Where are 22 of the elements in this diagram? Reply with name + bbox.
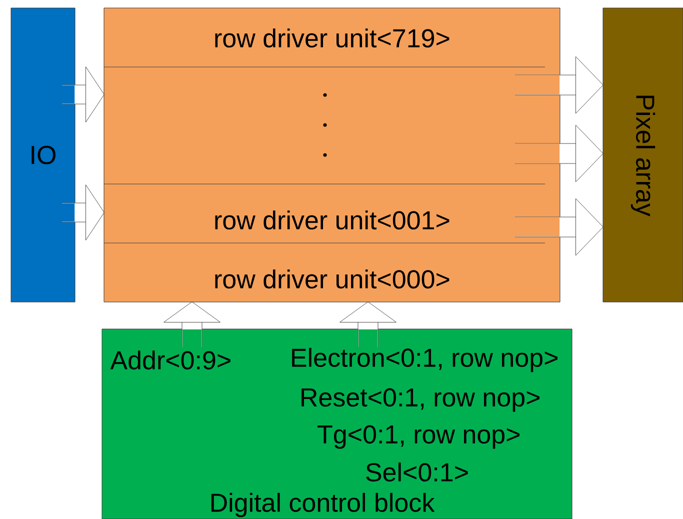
io-block [10, 8, 76, 302]
signal-label: Tg<0:1, row nop> [318, 425, 520, 449]
signal-label: Reset<0:1, row nop> [302, 388, 540, 412]
block-arrow [339, 302, 397, 347]
unit-label: row driver unit<719> [215, 28, 450, 48]
block-arrow [515, 56, 604, 114]
signal-label: Addr<0:9> [110, 350, 230, 370]
block-label: Pixel array [630, 96, 656, 216]
block-arrow [515, 124, 604, 182]
signal-label: Sel<0:1> [366, 462, 468, 482]
block-arrow [62, 184, 104, 240]
signal-label: Electron<0:1, row nop> [292, 348, 558, 372]
row-driver-block [104, 8, 560, 302]
control-block [102, 328, 572, 519]
block-arrow [62, 66, 104, 122]
unit-label: row driver unit<001> [215, 210, 450, 230]
unit-label: row driver unit<000> [215, 269, 450, 289]
block-label: Digital control block [211, 492, 435, 518]
block-arrow [164, 302, 221, 347]
block-label: IO [32, 146, 56, 164]
block-arrow [515, 198, 604, 256]
pixel-array-block [602, 8, 683, 302]
